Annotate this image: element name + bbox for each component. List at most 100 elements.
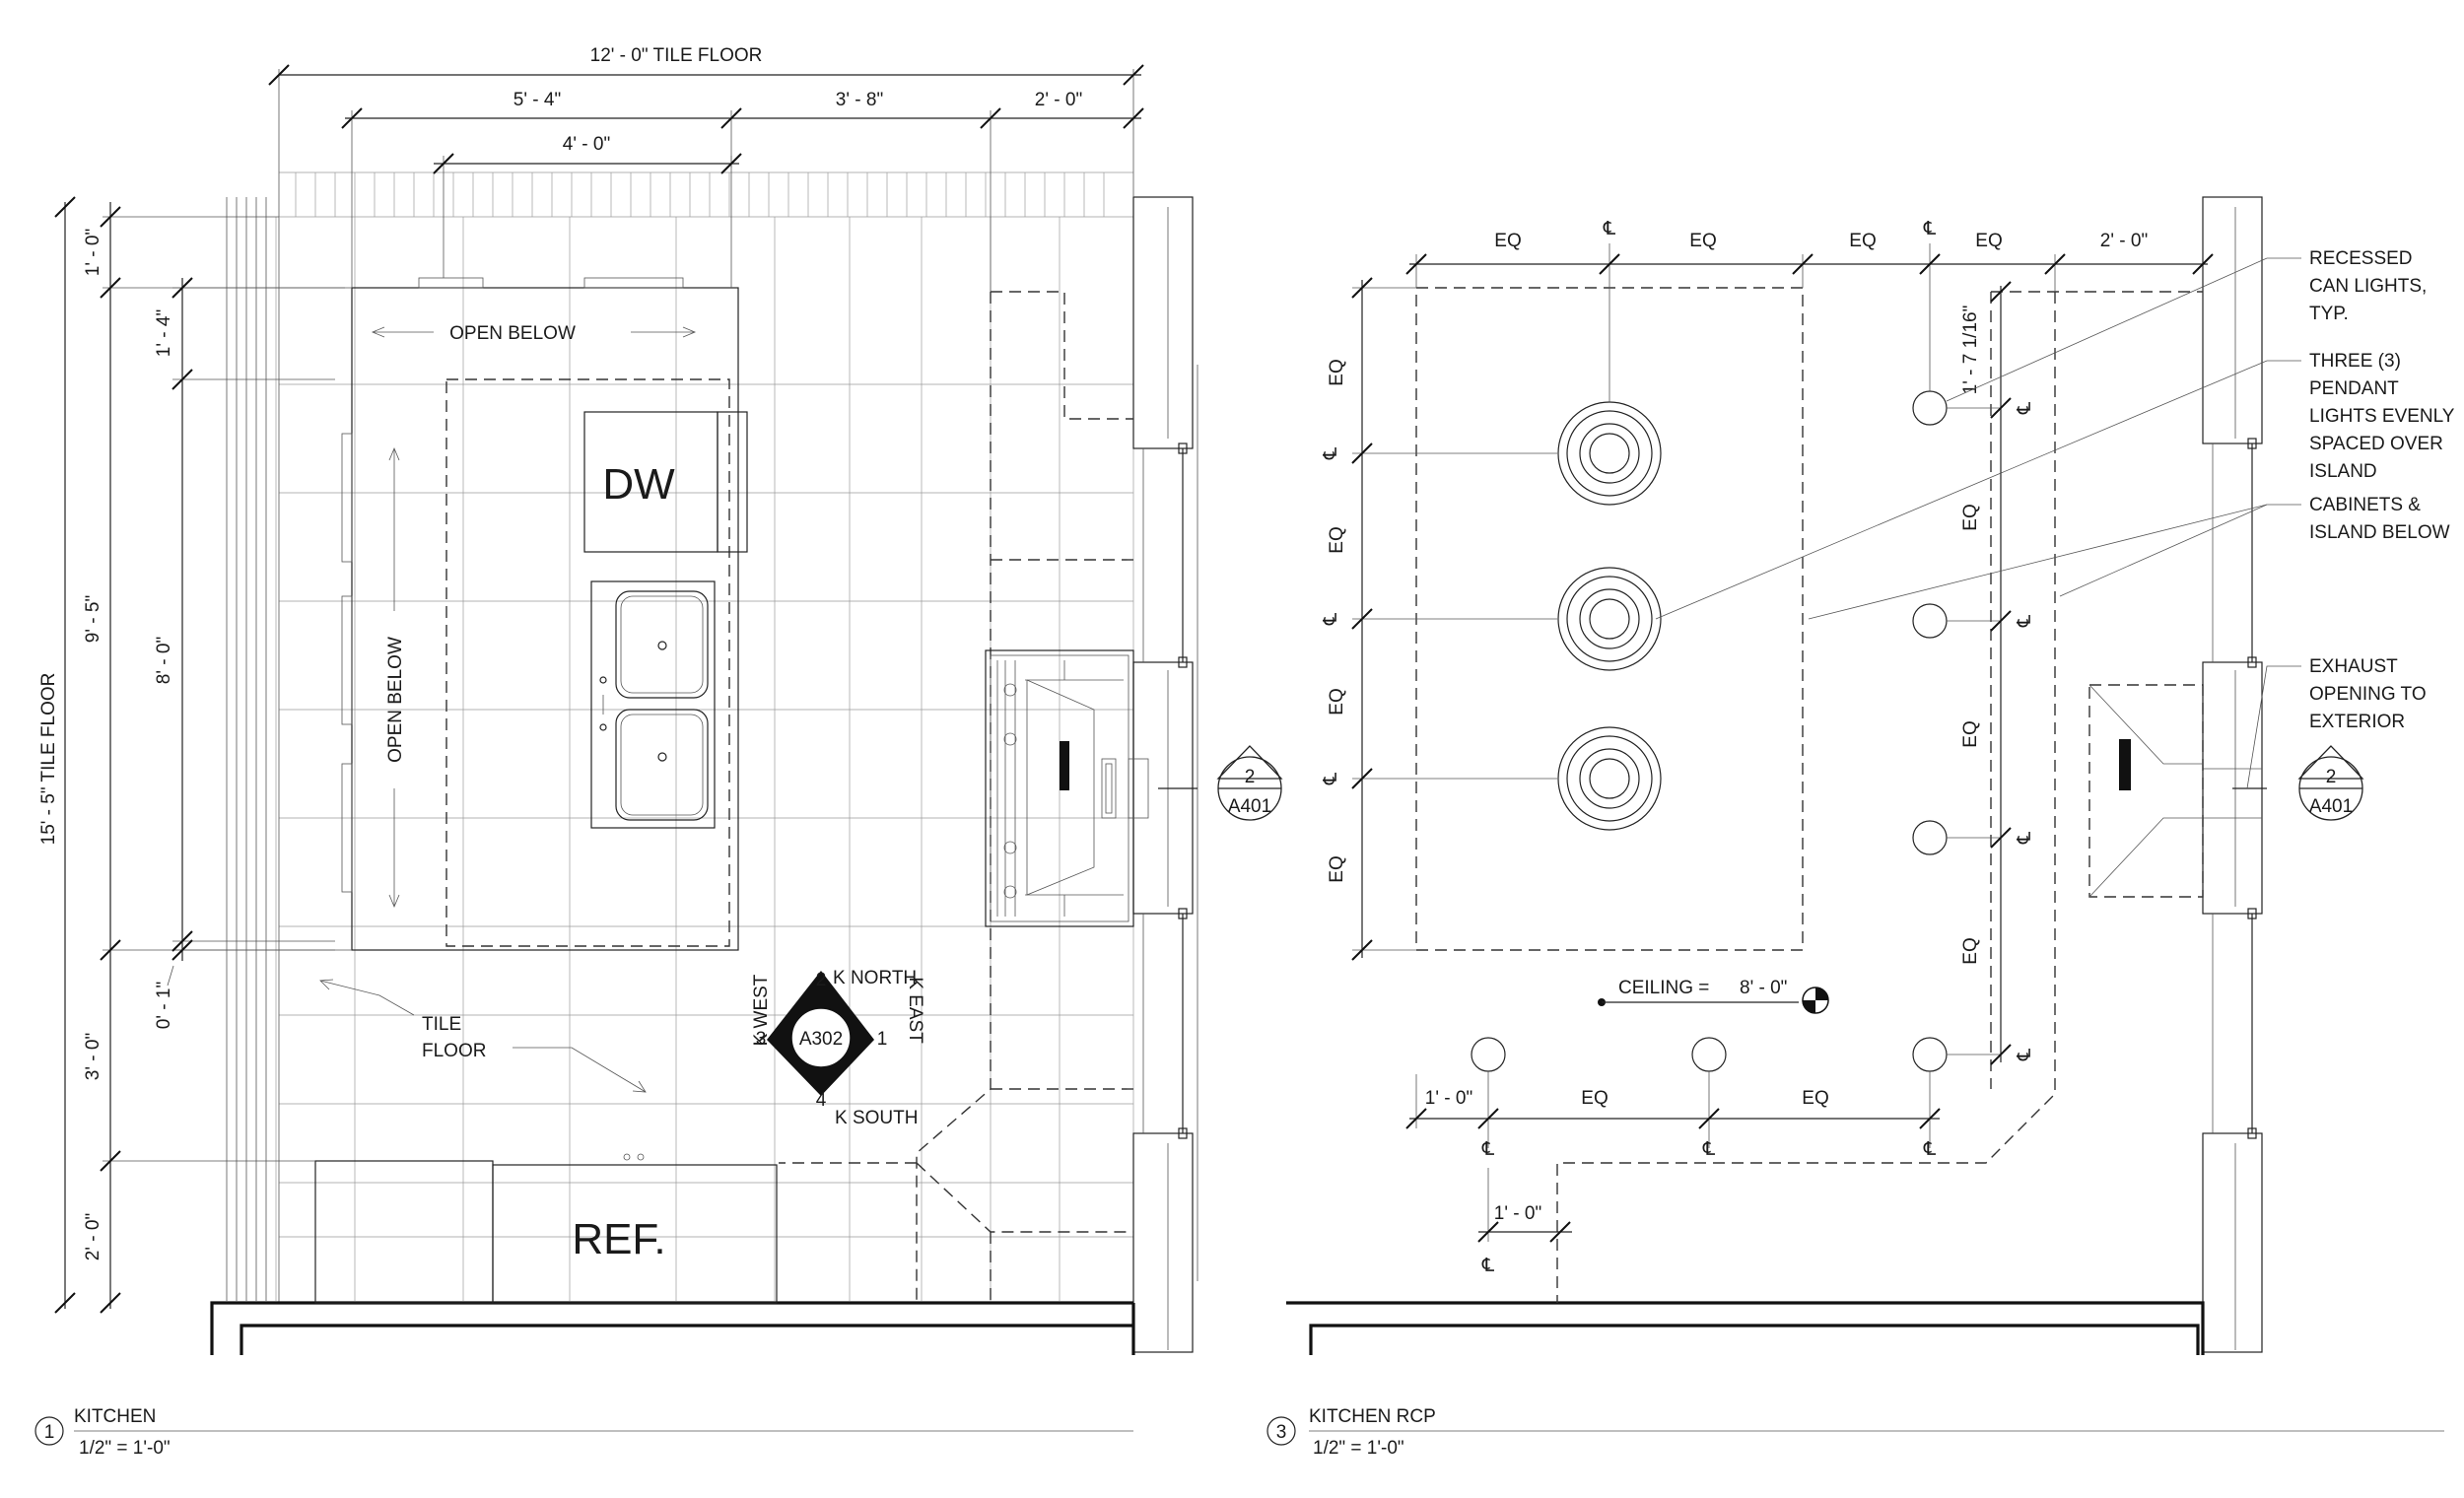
rcp-eq-t3: EQ — [1849, 231, 1876, 251]
rcp-cl-r2: ℄ — [2015, 614, 2035, 628]
elev-n1: 1 — [877, 1029, 888, 1050]
rcp-south-wall — [1286, 1301, 2205, 1355]
title-kitchen: 1 KITCHEN 1/2" = 1'-0" — [34, 1406, 1133, 1459]
rcp-dims-left: EQ EQ EQ EQ ℄ ℄ ℄ — [1321, 277, 1416, 961]
recessed-can-light — [1471, 1037, 1506, 1072]
rcp-section-num: 2 — [2326, 767, 2337, 787]
recessed-can-light — [1912, 390, 1948, 426]
plan-section-sheet: A401 — [1228, 796, 1271, 817]
rcp-dim-2ft: 2' - 0" — [2100, 231, 2148, 251]
plan-section-marker: 2 A401 — [1158, 745, 1283, 821]
tile-floor-label-1: TILE — [422, 1014, 461, 1035]
elev-n2: 2 — [816, 970, 827, 990]
rcp-eq-r1: EQ — [1960, 504, 1981, 530]
rcp-eq-t4: EQ — [1975, 231, 2002, 251]
perimeter-counters — [779, 291, 1133, 1301]
elev-west: K WEST — [751, 974, 772, 1046]
range — [985, 649, 1149, 927]
elev-n3: 3 — [756, 1029, 767, 1050]
rcp-cl-t2: ℄ — [1923, 219, 1937, 239]
dim-inner-a: 1' - 4" — [154, 309, 174, 357]
ceiling-height-tag: CEILING = 8' - 0" — [1598, 978, 1829, 1014]
elev-sheet: A302 — [799, 1029, 843, 1050]
plan-section-num: 2 — [1245, 767, 1256, 787]
rcp-cl-l2: ℄ — [1321, 612, 1341, 626]
rcp-cl-r1: ℄ — [2015, 401, 2035, 415]
dim-left-c: 3' - 0" — [83, 1033, 103, 1080]
recessed-can-light — [1912, 603, 1948, 639]
rcp-section-marker: 2 A401 — [2232, 745, 2364, 821]
note-pendant-3: LIGHTS EVENLY — [2309, 406, 2455, 427]
rcp-dim-1ft-a: 1' - 0" — [1425, 1088, 1472, 1109]
east-wall — [1132, 196, 1198, 1353]
rcp-eq-r3: EQ — [1960, 937, 1981, 964]
rcp-eq-l2: EQ — [1327, 526, 1347, 553]
refrigerator: REF. — [314, 1153, 778, 1304]
rcp-eq-t2: EQ — [1689, 231, 1716, 251]
note-recessed-3: TYP. — [2309, 304, 2349, 324]
rcp-dims-right: 1' - 7 1/16" EQ EQ EQ ℄ ℄ ℄ ℄ — [1960, 281, 2035, 1065]
dim-left-d: 2' - 0" — [83, 1213, 103, 1260]
rcp-cl-r3: ℄ — [2015, 831, 2035, 845]
kitchen-plan: DW OPEN BELOW OPEN B — [38, 45, 1283, 1355]
rcp-cl-b3: ℄ — [1923, 1139, 1937, 1160]
title-rcp-scale: 1/2" = 1'-0" — [1313, 1438, 1404, 1459]
dim-inner-b: 8' - 0" — [154, 637, 174, 684]
rcp-eq-l1: EQ — [1327, 359, 1347, 385]
rcp-cl-r4: ℄ — [2015, 1048, 2035, 1061]
title-kitchen-num: 1 — [44, 1422, 55, 1443]
rcp-east-wall — [2202, 196, 2263, 1353]
rcp-dim-1ft-b: 1' - 0" — [1494, 1203, 1541, 1224]
south-wall — [210, 1301, 1135, 1355]
open-below-h-label: OPEN BELOW — [449, 323, 576, 344]
plan-dims-top: 12' - 0" TILE FLOOR 5' - 4" 3' - 8" 2' -… — [268, 45, 1144, 292]
dim-d4: 4' - 0" — [563, 134, 610, 155]
dim-d3: 2' - 0" — [1035, 90, 1082, 110]
elev-east: K EAST — [905, 977, 925, 1044]
note-cabinets-1: CABINETS & — [2309, 495, 2421, 515]
rcp-cl-l1: ℄ — [1321, 446, 1341, 460]
rcp-cl-b2: ℄ — [1702, 1139, 1716, 1160]
note-pendant-5: ISLAND — [2309, 461, 2377, 482]
note-cabinets: CABINETS & ISLAND BELOW — [1808, 495, 2450, 620]
recessed-lights — [1471, 243, 2001, 1148]
rcp-eq-r2: EQ — [1960, 720, 1981, 747]
plan-dims-left: 15' - 5" TILE FLOOR 1' - 0" 9' - 5" 3' -… — [38, 196, 352, 1314]
dishwasher: DW — [583, 411, 748, 553]
open-below-v-label: OPEN BELOW — [385, 637, 406, 763]
dw-label: DW — [602, 460, 675, 509]
open-below-v: OPEN BELOW — [385, 446, 406, 909]
note-recessed-1: RECESSED — [2309, 248, 2413, 269]
west-wall-lines — [226, 197, 280, 1303]
pendant-light — [1557, 401, 1662, 506]
open-below-h: OPEN BELOW — [371, 323, 697, 344]
sink — [590, 580, 716, 829]
rcp-eq-t1: EQ — [1494, 231, 1521, 251]
rcp-cabinets-outline — [1556, 291, 2204, 1303]
note-pendant-4: SPACED OVER — [2309, 434, 2443, 454]
title-kitchen-name: KITCHEN — [74, 1406, 156, 1427]
note-pendant-1: THREE (3) — [2309, 351, 2401, 372]
kitchen-rcp: EQ EQ EQ EQ 2' - 0" ℄ ℄ EQ EQ EQ EQ ℄ ℄ … — [1286, 196, 2455, 1355]
elev-south: K SOUTH — [835, 1108, 918, 1128]
title-rcp-num: 3 — [1276, 1422, 1287, 1443]
note-cabinets-2: ISLAND BELOW — [2309, 522, 2450, 543]
pendant-lights — [1352, 243, 1662, 831]
dim-left-a: 1' - 0" — [83, 229, 103, 276]
recessed-can-light — [1691, 1037, 1727, 1072]
ceiling-value: 8' - 0" — [1740, 978, 1787, 998]
ceiling-label: CEILING = — [1618, 978, 1709, 998]
note-exhaust-3: EXTERIOR — [2309, 712, 2405, 732]
dim-inner-c: 0' - 1" — [154, 982, 174, 1029]
rcp-eq-b1: EQ — [1581, 1088, 1608, 1109]
note-exhaust-1: EXHAUST — [2309, 656, 2398, 677]
ref-label: REF. — [572, 1215, 665, 1263]
title-rcp-name: KITCHEN RCP — [1309, 1406, 1436, 1427]
island — [341, 277, 739, 951]
note-exhaust-2: OPENING TO — [2309, 684, 2427, 705]
note-recessed-2: CAN LIGHTS, — [2309, 276, 2427, 297]
dim-overall-h: 15' - 5" TILE FLOOR — [38, 673, 59, 846]
rcp-cl-b1: ℄ — [1481, 1139, 1495, 1160]
recessed-can-light — [1912, 820, 1948, 855]
rcp-cl-t1: ℄ — [1603, 219, 1616, 239]
